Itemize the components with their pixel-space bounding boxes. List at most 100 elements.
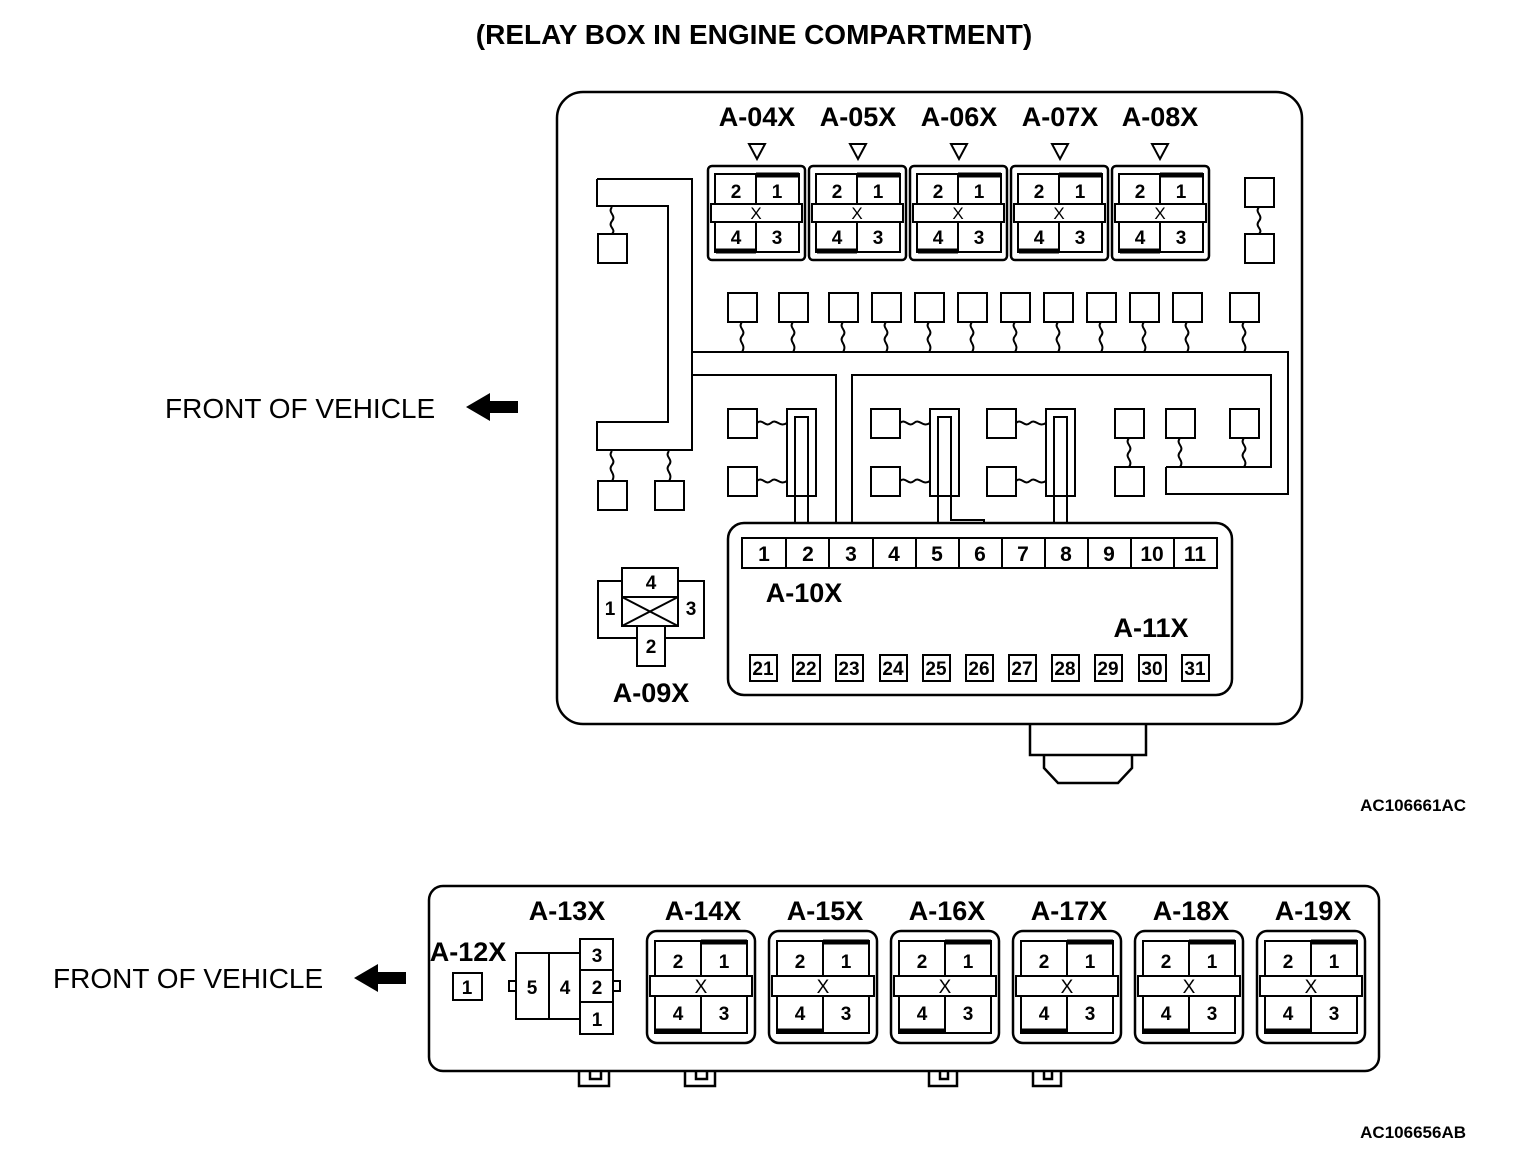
svg-text:1: 1 (719, 952, 730, 973)
relay-a17x: 2 1 X 4 3 (1011, 929, 1123, 1045)
label-a11x: A-11X (1113, 613, 1188, 643)
svg-text:X: X (1305, 977, 1318, 998)
figure-code-bottom: AC106656AB (1360, 1123, 1466, 1142)
svg-text:1: 1 (873, 182, 884, 203)
relay-label-a16x: A-16X (909, 896, 986, 926)
left-fuse-wires (609, 206, 672, 482)
svg-text:31: 31 (1184, 659, 1206, 680)
connector-a10x-a11x: 1 2 3 4 5 6 7 8 9 10 11 A-10X A-11X (726, 521, 1234, 697)
svg-text:3: 3 (719, 1004, 730, 1025)
svg-text:1: 1 (974, 182, 985, 203)
svg-text:1: 1 (1207, 952, 1218, 973)
svg-text:2: 2 (1135, 182, 1146, 203)
svg-text:29: 29 (1097, 659, 1118, 680)
svg-text:1: 1 (758, 543, 770, 566)
left-fuses (597, 233, 685, 511)
svg-text:4: 4 (731, 228, 742, 249)
svg-text:1: 1 (841, 952, 852, 973)
relay-a15x: 2 1 X 4 3 (767, 929, 879, 1045)
svg-text:X: X (750, 204, 761, 223)
svg-text:27: 27 (1011, 659, 1032, 680)
middle-fuse-pairs (727, 408, 1260, 549)
svg-text:X: X (1053, 204, 1064, 223)
svg-text:3: 3 (873, 228, 884, 249)
left-bus-bar (596, 178, 1289, 537)
relay-label-a15x: A-15X (787, 896, 864, 926)
svg-text:6: 6 (974, 543, 986, 566)
svg-text:2: 2 (917, 952, 928, 973)
relay-a18x: 2 1 X 4 3 (1133, 929, 1245, 1045)
svg-text:4: 4 (832, 228, 843, 249)
svg-text:1: 1 (1075, 182, 1086, 203)
relay-label-a17x: A-17X (1031, 896, 1108, 926)
label-a12x: A-12X (430, 937, 507, 967)
svg-text:1: 1 (605, 599, 616, 620)
front-arrow-icon-bottom (354, 964, 406, 992)
right-fuse-wire (1256, 206, 1262, 235)
svg-text:1: 1 (462, 978, 473, 999)
svg-text:4: 4 (1039, 1004, 1050, 1025)
connector-a09x: 4 1 3 2 A-09X (597, 567, 705, 708)
label-a10x: A-10X (766, 578, 843, 608)
figure-code-top: AC106661AC (1360, 796, 1466, 815)
connector-a13x: 5 4 3 2 1 (508, 938, 621, 1035)
relay-a14x: 2 1 X 4 3 (645, 929, 757, 1045)
relay-label-a04x: A-04X (719, 102, 796, 132)
svg-text:X: X (1061, 977, 1074, 998)
svg-text:X: X (1183, 977, 1196, 998)
relay-a16x: 2 1 X 4 3 (889, 929, 1001, 1045)
svg-text:2: 2 (1161, 952, 1172, 973)
label-a13x: A-13X (529, 896, 606, 926)
svg-text:X: X (851, 204, 862, 223)
svg-text:2: 2 (933, 182, 944, 203)
front-of-vehicle-label-top: FRONT OF VEHICLE (165, 393, 435, 424)
bottom-relay-box: FRONT OF VEHICLE A-12X 1 A-13X 5 4 3 2 1… (53, 884, 1466, 1142)
relay-label-a06x: A-06X (921, 102, 998, 132)
fuse-row (727, 292, 1260, 353)
svg-text:28: 28 (1054, 659, 1075, 680)
top-relay-box: FRONT OF VEHICLE A-04X A-05X A-06X A-07X… (165, 90, 1466, 815)
svg-text:1: 1 (1085, 952, 1096, 973)
svg-text:4: 4 (888, 543, 900, 566)
svg-text:X: X (1154, 204, 1165, 223)
svg-text:4: 4 (646, 573, 657, 594)
relay-pointer-icons (747, 143, 1170, 162)
svg-text:1: 1 (772, 182, 783, 203)
svg-text:2: 2 (592, 978, 603, 999)
svg-text:8: 8 (1060, 543, 1072, 566)
svg-text:4: 4 (1135, 228, 1146, 249)
relay-label-a05x: A-05X (820, 102, 897, 132)
relay-a19x: 2 1 X 4 3 (1255, 929, 1367, 1045)
svg-text:3: 3 (974, 228, 985, 249)
svg-text:3: 3 (686, 599, 697, 620)
svg-text:X: X (952, 204, 963, 223)
svg-text:2: 2 (646, 637, 657, 658)
svg-text:2: 2 (731, 182, 742, 203)
svg-text:30: 30 (1141, 659, 1162, 680)
svg-text:4: 4 (933, 228, 944, 249)
svg-text:3: 3 (772, 228, 783, 249)
svg-text:24: 24 (882, 659, 904, 680)
svg-text:X: X (939, 977, 952, 998)
front-arrow-icon-top (466, 393, 518, 421)
svg-text:2: 2 (795, 952, 806, 973)
relay-label-a07x: A-07X (1022, 102, 1099, 132)
svg-text:3: 3 (592, 946, 603, 967)
svg-text:3: 3 (1329, 1004, 1340, 1025)
svg-text:1: 1 (1176, 182, 1187, 203)
relay-a07x: 2 1 X 4 3 (1009, 164, 1110, 262)
svg-text:1: 1 (1329, 952, 1340, 973)
connector-a12x (452, 972, 483, 1001)
svg-text:5: 5 (527, 978, 538, 999)
svg-text:2: 2 (1034, 182, 1045, 203)
relay-a06x: 2 1 X 4 3 (908, 164, 1009, 262)
svg-text:3: 3 (1085, 1004, 1096, 1025)
relay-label-a14x: A-14X (665, 896, 742, 926)
svg-text:4: 4 (1034, 228, 1045, 249)
svg-text:25: 25 (925, 659, 947, 680)
svg-text:9: 9 (1103, 543, 1115, 566)
svg-text:1: 1 (963, 952, 974, 973)
front-of-vehicle-label-bottom: FRONT OF VEHICLE (53, 963, 323, 994)
svg-text:2: 2 (1039, 952, 1050, 973)
svg-text:4: 4 (560, 978, 571, 999)
